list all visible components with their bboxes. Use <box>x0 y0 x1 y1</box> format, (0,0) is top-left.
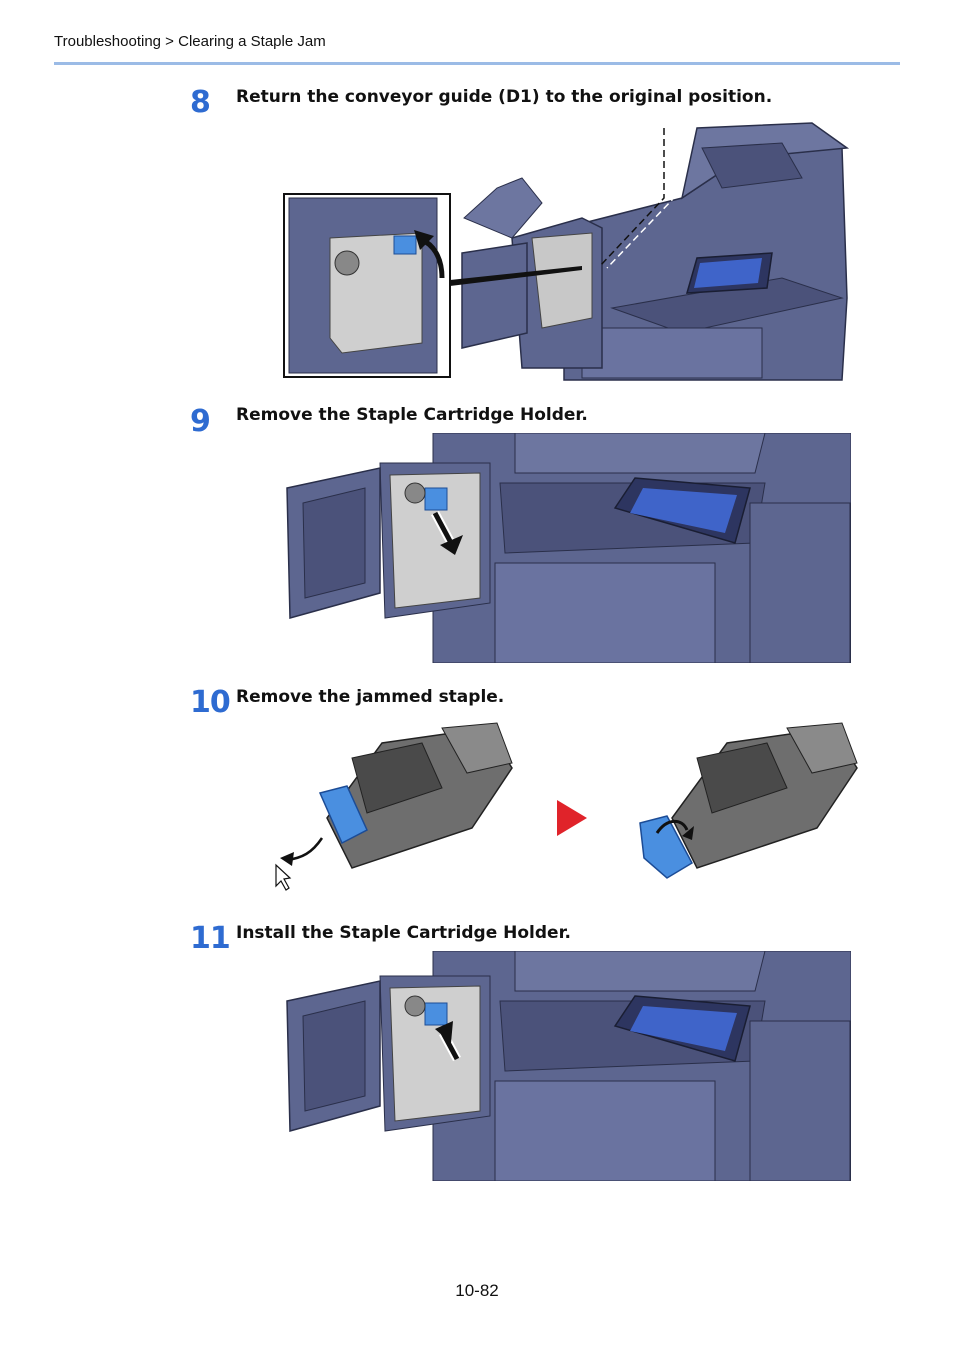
step-10-text: Remove the jammed staple. <box>236 687 505 707</box>
step-9-illustration <box>286 433 851 663</box>
page-number: 10-82 <box>455 1281 499 1300</box>
breadcrumb[interactable]: Troubleshooting > Clearing a Staple Jam <box>54 33 326 50</box>
step-11-number: 11 <box>190 921 231 956</box>
step-8-illustration <box>283 122 850 381</box>
header-divider <box>54 62 900 65</box>
step-11-text: Install the Staple Cartridge Holder. <box>236 923 571 943</box>
step-9-number: 9 <box>190 404 211 439</box>
step-8-number: 8 <box>190 85 211 120</box>
step-11-illustration <box>286 951 851 1181</box>
step-8-text: Return the conveyor guide (D1) to the or… <box>236 87 773 107</box>
step-9-text: Remove the Staple Cartridge Holder. <box>236 405 588 425</box>
next-step-arrow-icon <box>557 800 587 836</box>
step-10-number: 10 <box>190 685 231 720</box>
step-10-illustration <box>275 722 858 891</box>
